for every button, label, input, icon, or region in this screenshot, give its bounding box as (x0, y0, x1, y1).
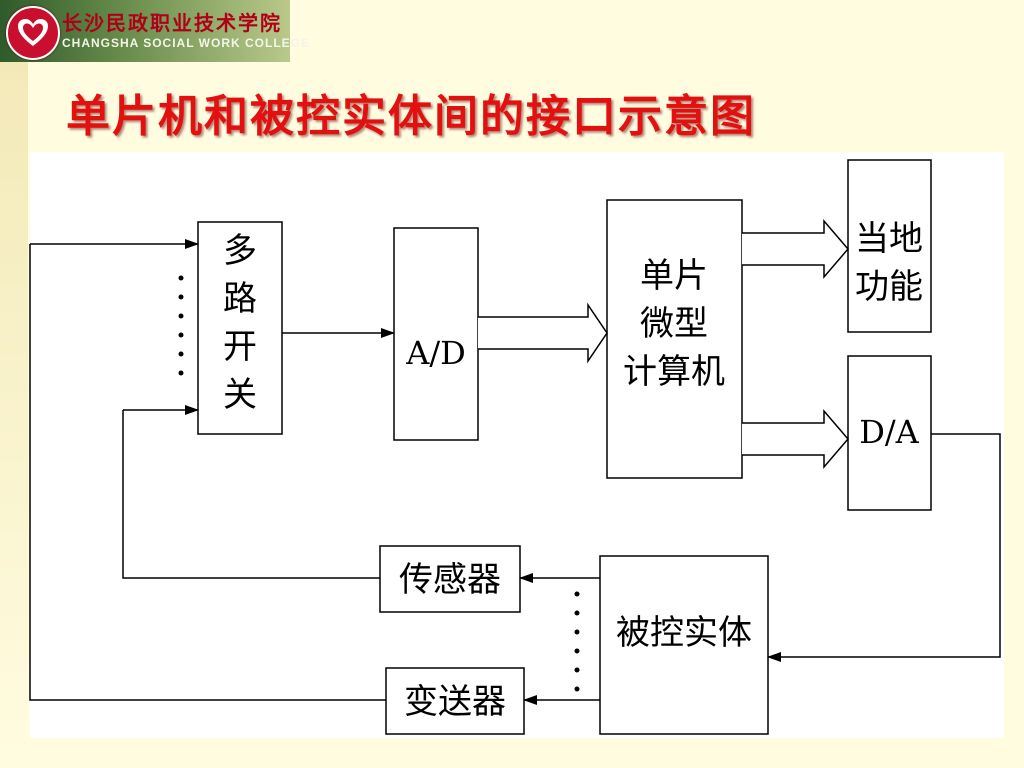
mux-label-4: 关 (223, 375, 257, 415)
mcu-label-1: 单片 (640, 256, 708, 296)
ad-to-mcu-bus-arrow (478, 302, 608, 364)
transmitter-label: 变送器 (404, 682, 506, 722)
transmitter-box (385, 667, 525, 735)
mux-label-2: 路 (223, 279, 257, 319)
left-decor-strip (0, 62, 28, 768)
mcu-label-2: 微型 (640, 304, 708, 344)
mcu-to-da-bus-arrow (742, 408, 849, 470)
local-function-box (847, 159, 932, 333)
mcu-box (606, 199, 743, 479)
plant-box (599, 555, 769, 735)
plant-outputs-ellipsis (574, 591, 580, 692)
da-to-plant-line (767, 433, 1001, 662)
plant-label: 被控实体 (616, 613, 752, 653)
mux-label-3: 开 (223, 327, 257, 367)
heart-icon (18, 19, 48, 46)
sensor-box (379, 545, 521, 613)
mcu-to-local-bus-arrow (742, 218, 849, 280)
da-box (847, 355, 932, 511)
transmitter-feedback-line (29, 244, 386, 701)
local-function-label-1: 当地 (855, 219, 923, 259)
sensor-feedback-line (122, 410, 380, 579)
sensor-label: 传感器 (399, 560, 501, 600)
college-name-cn: 长沙民政职业技术学院 (62, 13, 282, 35)
mux-box (197, 221, 283, 435)
college-name-en: CHANGSHA SOCIAL WORK COLLEGE (62, 36, 311, 50)
header-band: 长沙民政职业技术学院 CHANGSHA SOCIAL WORK COLLEGE (0, 0, 309, 62)
ad-label: A/D (405, 334, 466, 372)
local-function-label-2: 功能 (855, 267, 923, 307)
mcu-label-3: 计算机 (623, 352, 725, 392)
da-label: D/A (859, 413, 919, 451)
slide-title: 单片机和被控实体间的接口示意图 (66, 91, 756, 142)
college-logo (6, 6, 60, 60)
mux-label-1: 多 (223, 231, 257, 271)
mux-inputs-ellipsis (178, 275, 184, 376)
